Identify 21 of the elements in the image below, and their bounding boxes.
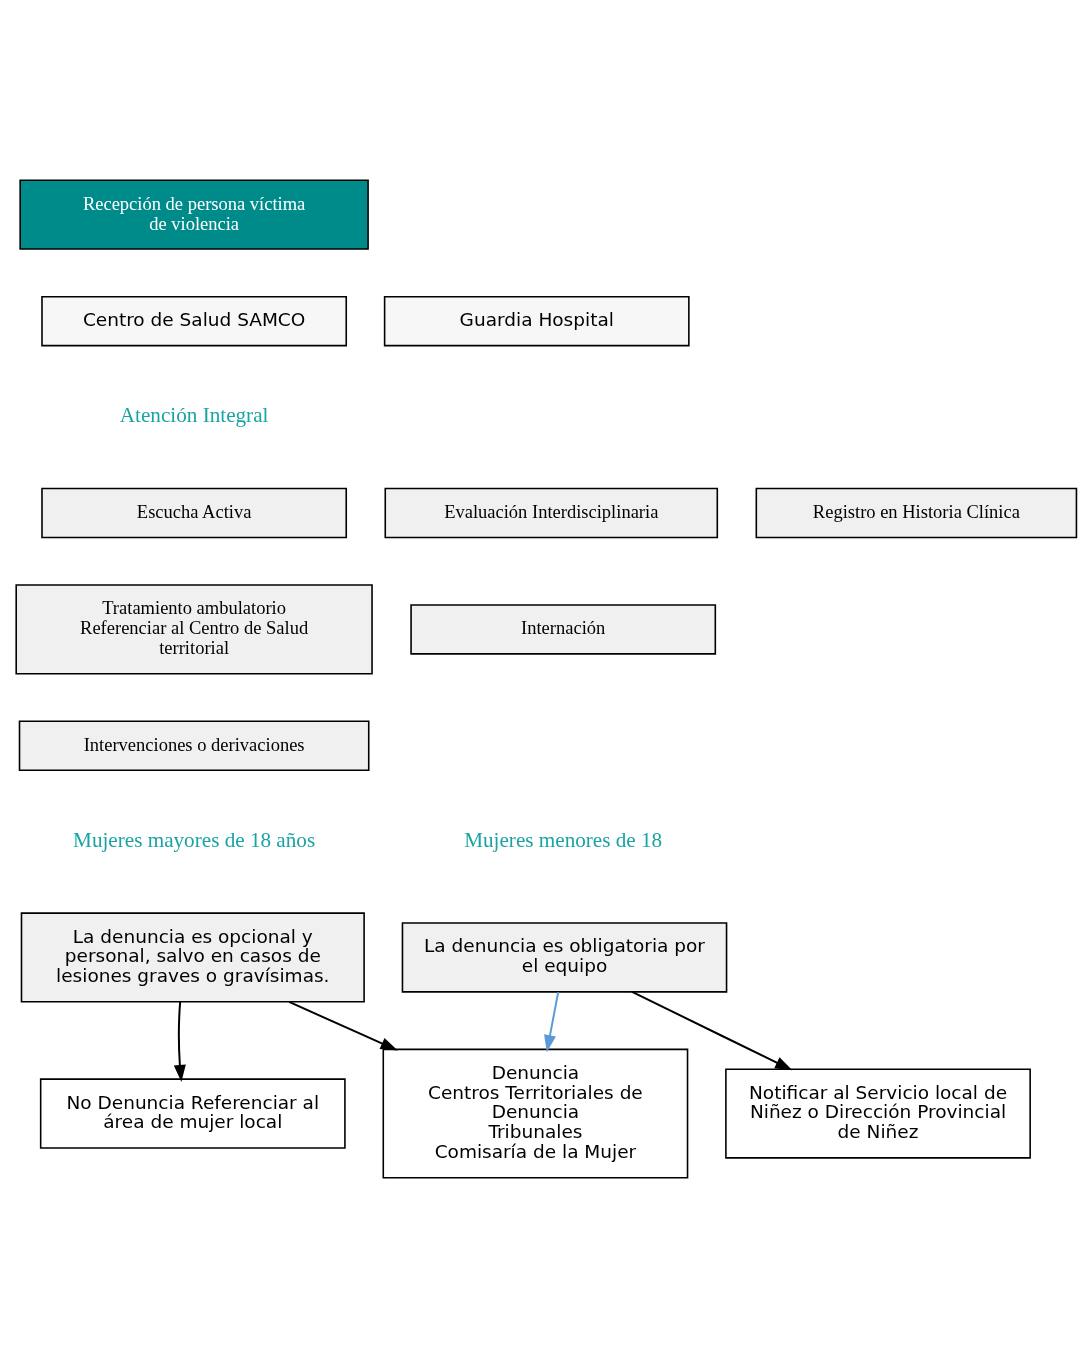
node-box: Guardia Hospital <box>383 295 690 346</box>
node-box: La denuncia es opcional y personal, salvo en casos de lesiones graves o gravísimas. <box>20 911 365 1003</box>
label: Mujeres menores de 18 <box>464 827 663 852</box>
node-box: Denuncia Centros Territoriales de Denuncia Tribunales Comisaría de la Mujer <box>382 1048 689 1178</box>
arrow <box>631 990 793 1070</box>
node-box: Centro de Salud SAMCO <box>41 295 348 346</box>
node-box: Recepción de persona víctima de violencia <box>19 179 369 250</box>
node-box: Evaluación Interdisciplinaria <box>384 487 719 538</box>
arrow <box>288 1000 398 1051</box>
arrow <box>544 990 560 1052</box>
label: Atención Integral <box>119 402 269 427</box>
arrow <box>173 1000 186 1082</box>
node-box: Notificar al Servicio local de Niñez o Dirección Provincial de Niñez <box>725 1067 1031 1159</box>
node-box: Intervenciones o derivaciones <box>18 720 370 771</box>
node-box: Tratamiento ambulatorio Referenciar al Centro de Salud territorial <box>15 583 373 674</box>
node-box: No Denuncia Referenciar al área de mujer local <box>39 1077 346 1149</box>
label: Mujeres mayores de 18 años <box>73 827 316 852</box>
node-box: Internación <box>410 603 717 655</box>
node-box: La denuncia es obligatoria por el equipo <box>401 921 728 993</box>
node-box: Escucha Activa <box>41 487 348 538</box>
node-box: Registro en Historia Clínica <box>755 487 1078 538</box>
